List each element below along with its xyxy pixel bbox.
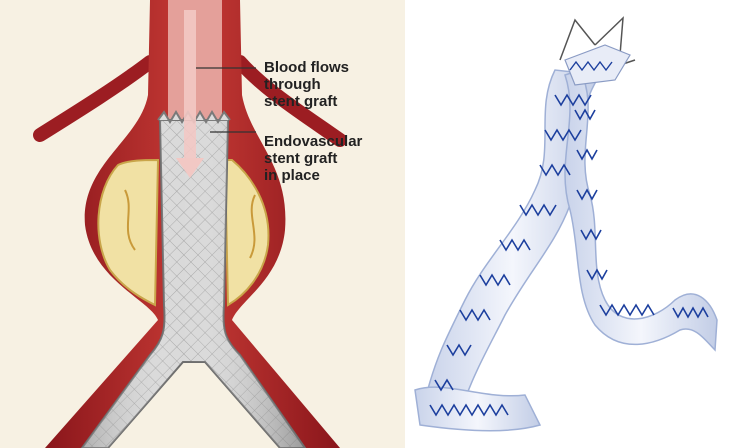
left-branch-artery [40,62,150,135]
aneurysm-diagram: Blood flows through stent graft Endovasc… [0,0,405,448]
aneurysm-illustration: Blood flows through stent graft Endovasc… [0,0,405,448]
graft-right-limb [565,70,717,350]
blood-flow-label: Blood flows through stent graft [264,59,353,110]
graft-lower-fold [415,387,540,431]
stent-graft-device [405,0,732,448]
stent-graft-device-illustration [405,0,732,448]
stent-graft-label: Endovascular stent graft in place [264,133,367,184]
